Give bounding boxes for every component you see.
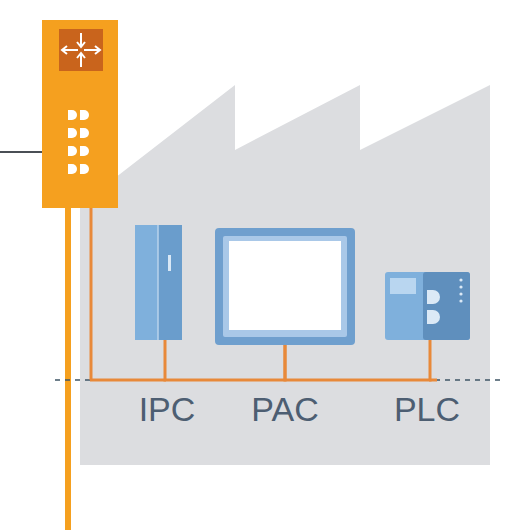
plc-body — [385, 272, 470, 340]
router-icon — [59, 29, 103, 71]
router-drop-line — [90, 205, 93, 380]
bus-line — [429, 379, 437, 382]
pac-frame — [215, 228, 355, 345]
plc-led — [459, 292, 462, 295]
router-ports — [68, 110, 89, 174]
zone-dashed-line — [55, 379, 505, 381]
plc-led — [459, 278, 462, 281]
backbone-line — [65, 205, 71, 530]
ipc-slot — [168, 255, 171, 271]
pac-device: PAC — [215, 228, 355, 345]
uplink-line — [0, 151, 42, 153]
device-picture — [135, 225, 182, 340]
bus-connector — [165, 340, 285, 380]
bus-connector — [285, 340, 430, 380]
router-box — [42, 20, 118, 208]
plc-module — [423, 272, 470, 340]
bus-line — [90, 379, 166, 382]
plc-port — [427, 310, 440, 324]
device-label-box: PAC — [251, 392, 318, 426]
device-picture — [215, 228, 355, 345]
plc-device: PLC — [385, 272, 470, 340]
pac-bezel — [223, 236, 347, 337]
plc-led — [459, 285, 462, 288]
device-label: IPC — [139, 390, 196, 428]
device-label: PAC — [251, 390, 318, 428]
device-label: PLC — [394, 390, 460, 428]
ipc-body — [135, 225, 182, 340]
device-picture — [385, 272, 470, 340]
plc-led — [459, 299, 462, 302]
plc-port — [427, 290, 440, 304]
ipc-side — [158, 225, 182, 340]
ipc-device: IPC — [135, 225, 182, 340]
factory-silhouette — [80, 85, 490, 465]
device-label-box: PLC — [394, 392, 460, 426]
plc-display — [390, 278, 416, 294]
pac-screen — [229, 241, 341, 330]
device-label-box: IPC — [139, 392, 196, 426]
router-arrows — [62, 33, 100, 67]
ipc-edge — [157, 225, 159, 340]
